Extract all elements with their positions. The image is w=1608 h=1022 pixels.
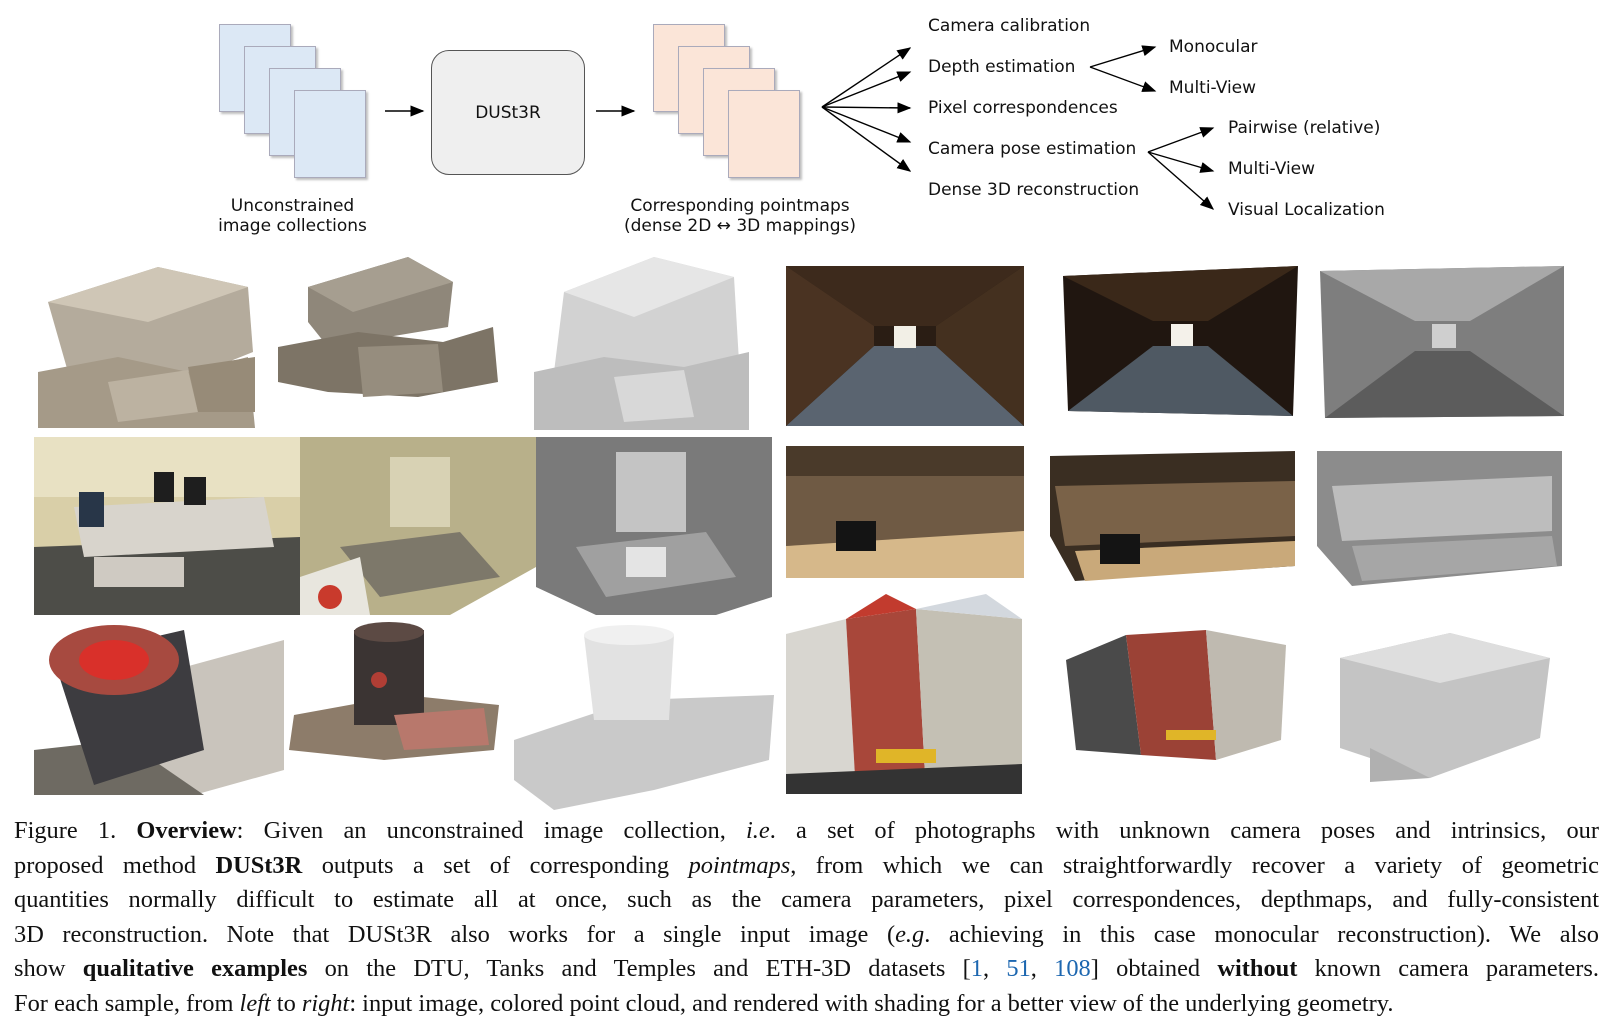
subtask-monocular: Monocular	[1169, 37, 1258, 57]
cup-input-image	[34, 620, 284, 795]
office-shaded-render	[536, 437, 772, 615]
caption-text: outputs a set of corresponding	[302, 851, 689, 879]
buildings-shaded-render	[1330, 628, 1554, 782]
auditorium-input-image	[786, 446, 1024, 578]
caption-line: proposed method DUSt3R outputs a set of …	[14, 849, 1599, 884]
figure-label: Figure 1.	[14, 817, 117, 844]
caption-left: left	[239, 989, 271, 1017]
method-name: DUSt3R	[215, 851, 303, 879]
caption-ie: i.e	[746, 817, 770, 844]
model-name: DUSt3R	[475, 102, 541, 123]
subtask-visual-localization: Visual Localization	[1228, 200, 1385, 220]
output-label: Corresponding pointmaps (dense 2D ↔ 3D m…	[624, 196, 856, 236]
caption-line: For each sample, from left to right: inp…	[14, 987, 1599, 1022]
cup-point-cloud	[284, 620, 506, 764]
bricks-shaded-render	[534, 252, 749, 430]
caption-eg: e.g	[895, 920, 925, 948]
bricks-point-cloud	[268, 252, 504, 402]
auditorium-shaded-render	[1312, 446, 1568, 594]
caption-text: : Given an unconstrained image collectio…	[236, 817, 747, 844]
caption-without: without	[1217, 955, 1298, 983]
bridge-input-image	[786, 266, 1024, 426]
input-image-card	[294, 90, 366, 178]
office-point-cloud	[300, 437, 536, 615]
caption-text: ,	[1030, 955, 1055, 983]
caption-line: show qualitative examples on the DTU, Ta…	[14, 952, 1599, 987]
model-box: DUSt3R	[431, 50, 585, 175]
citation-link[interactable]: 51	[1006, 955, 1031, 983]
task-pixel-correspondences: Pixel correspondences	[928, 98, 1118, 118]
pointmap-card	[728, 90, 800, 178]
bricks-input-image	[38, 262, 255, 428]
caption-pointmaps: pointmaps	[688, 851, 791, 879]
caption-right: right	[301, 989, 350, 1017]
office-input-image	[34, 437, 300, 615]
caption-qualitative: qualitative examples	[82, 955, 308, 983]
task-camera-pose-estimation: Camera pose estimation	[928, 139, 1137, 159]
bridge-shaded-render	[1320, 266, 1564, 428]
caption-line: 3D reconstruction. Note that DUSt3R also…	[14, 918, 1599, 953]
subtask-pairwise: Pairwise (relative)	[1228, 118, 1381, 138]
caption-text: on the DTU, Tanks and Temples and ETH-3D…	[307, 955, 971, 983]
subtask-pose-multi-view: Multi-View	[1228, 159, 1316, 179]
auditorium-point-cloud	[1045, 446, 1301, 588]
overview-diagram: Unconstrained image collections DUSt3R C…	[0, 0, 1608, 250]
cup-shaded-render	[514, 620, 776, 810]
caption-title: Overview	[136, 817, 237, 844]
caption-text: proposed method	[14, 851, 216, 879]
caption-text: . a set of photographs with unknown came…	[769, 817, 1599, 844]
bridge-point-cloud	[1058, 266, 1302, 426]
caption-text: ] obtained	[1090, 955, 1218, 983]
task-dense-3d-reconstruction: Dense 3D reconstruction	[928, 180, 1140, 200]
caption-text: : input image, colored point cloud, and …	[349, 989, 1394, 1017]
caption-text: . achieving in this case monocular recon…	[924, 920, 1599, 948]
task-depth-estimation: Depth estimation	[928, 57, 1076, 77]
caption-text: to	[270, 989, 302, 1017]
flow-arrows	[385, 45, 1215, 210]
caption-text: ,	[983, 955, 1007, 983]
citation-link[interactable]: 108	[1054, 955, 1091, 983]
buildings-input-image	[786, 594, 1022, 794]
caption-text: show	[14, 955, 83, 983]
input-label: Unconstrained image collections	[218, 196, 367, 236]
caption-line: quantities normally difficult to estimat…	[14, 886, 1599, 914]
subtask-depth-multi-view: Multi-View	[1169, 78, 1257, 98]
caption-text: For each sample, from	[14, 989, 240, 1017]
caption-text: , from which we can straightforwardly re…	[790, 851, 1600, 879]
citation-link[interactable]: 1	[970, 955, 983, 983]
buildings-point-cloud	[1066, 620, 1290, 762]
figure-caption: Figure 1. Overview: Given an unconstrain…	[14, 814, 1599, 1022]
task-camera-calibration: Camera calibration	[928, 16, 1091, 36]
caption-text: known camera parameters.	[1297, 955, 1600, 983]
caption-line: Figure 1. Overview: Given an unconstrain…	[14, 814, 1599, 849]
caption-text: 3D reconstruction. Note that DUSt3R also…	[14, 920, 896, 948]
